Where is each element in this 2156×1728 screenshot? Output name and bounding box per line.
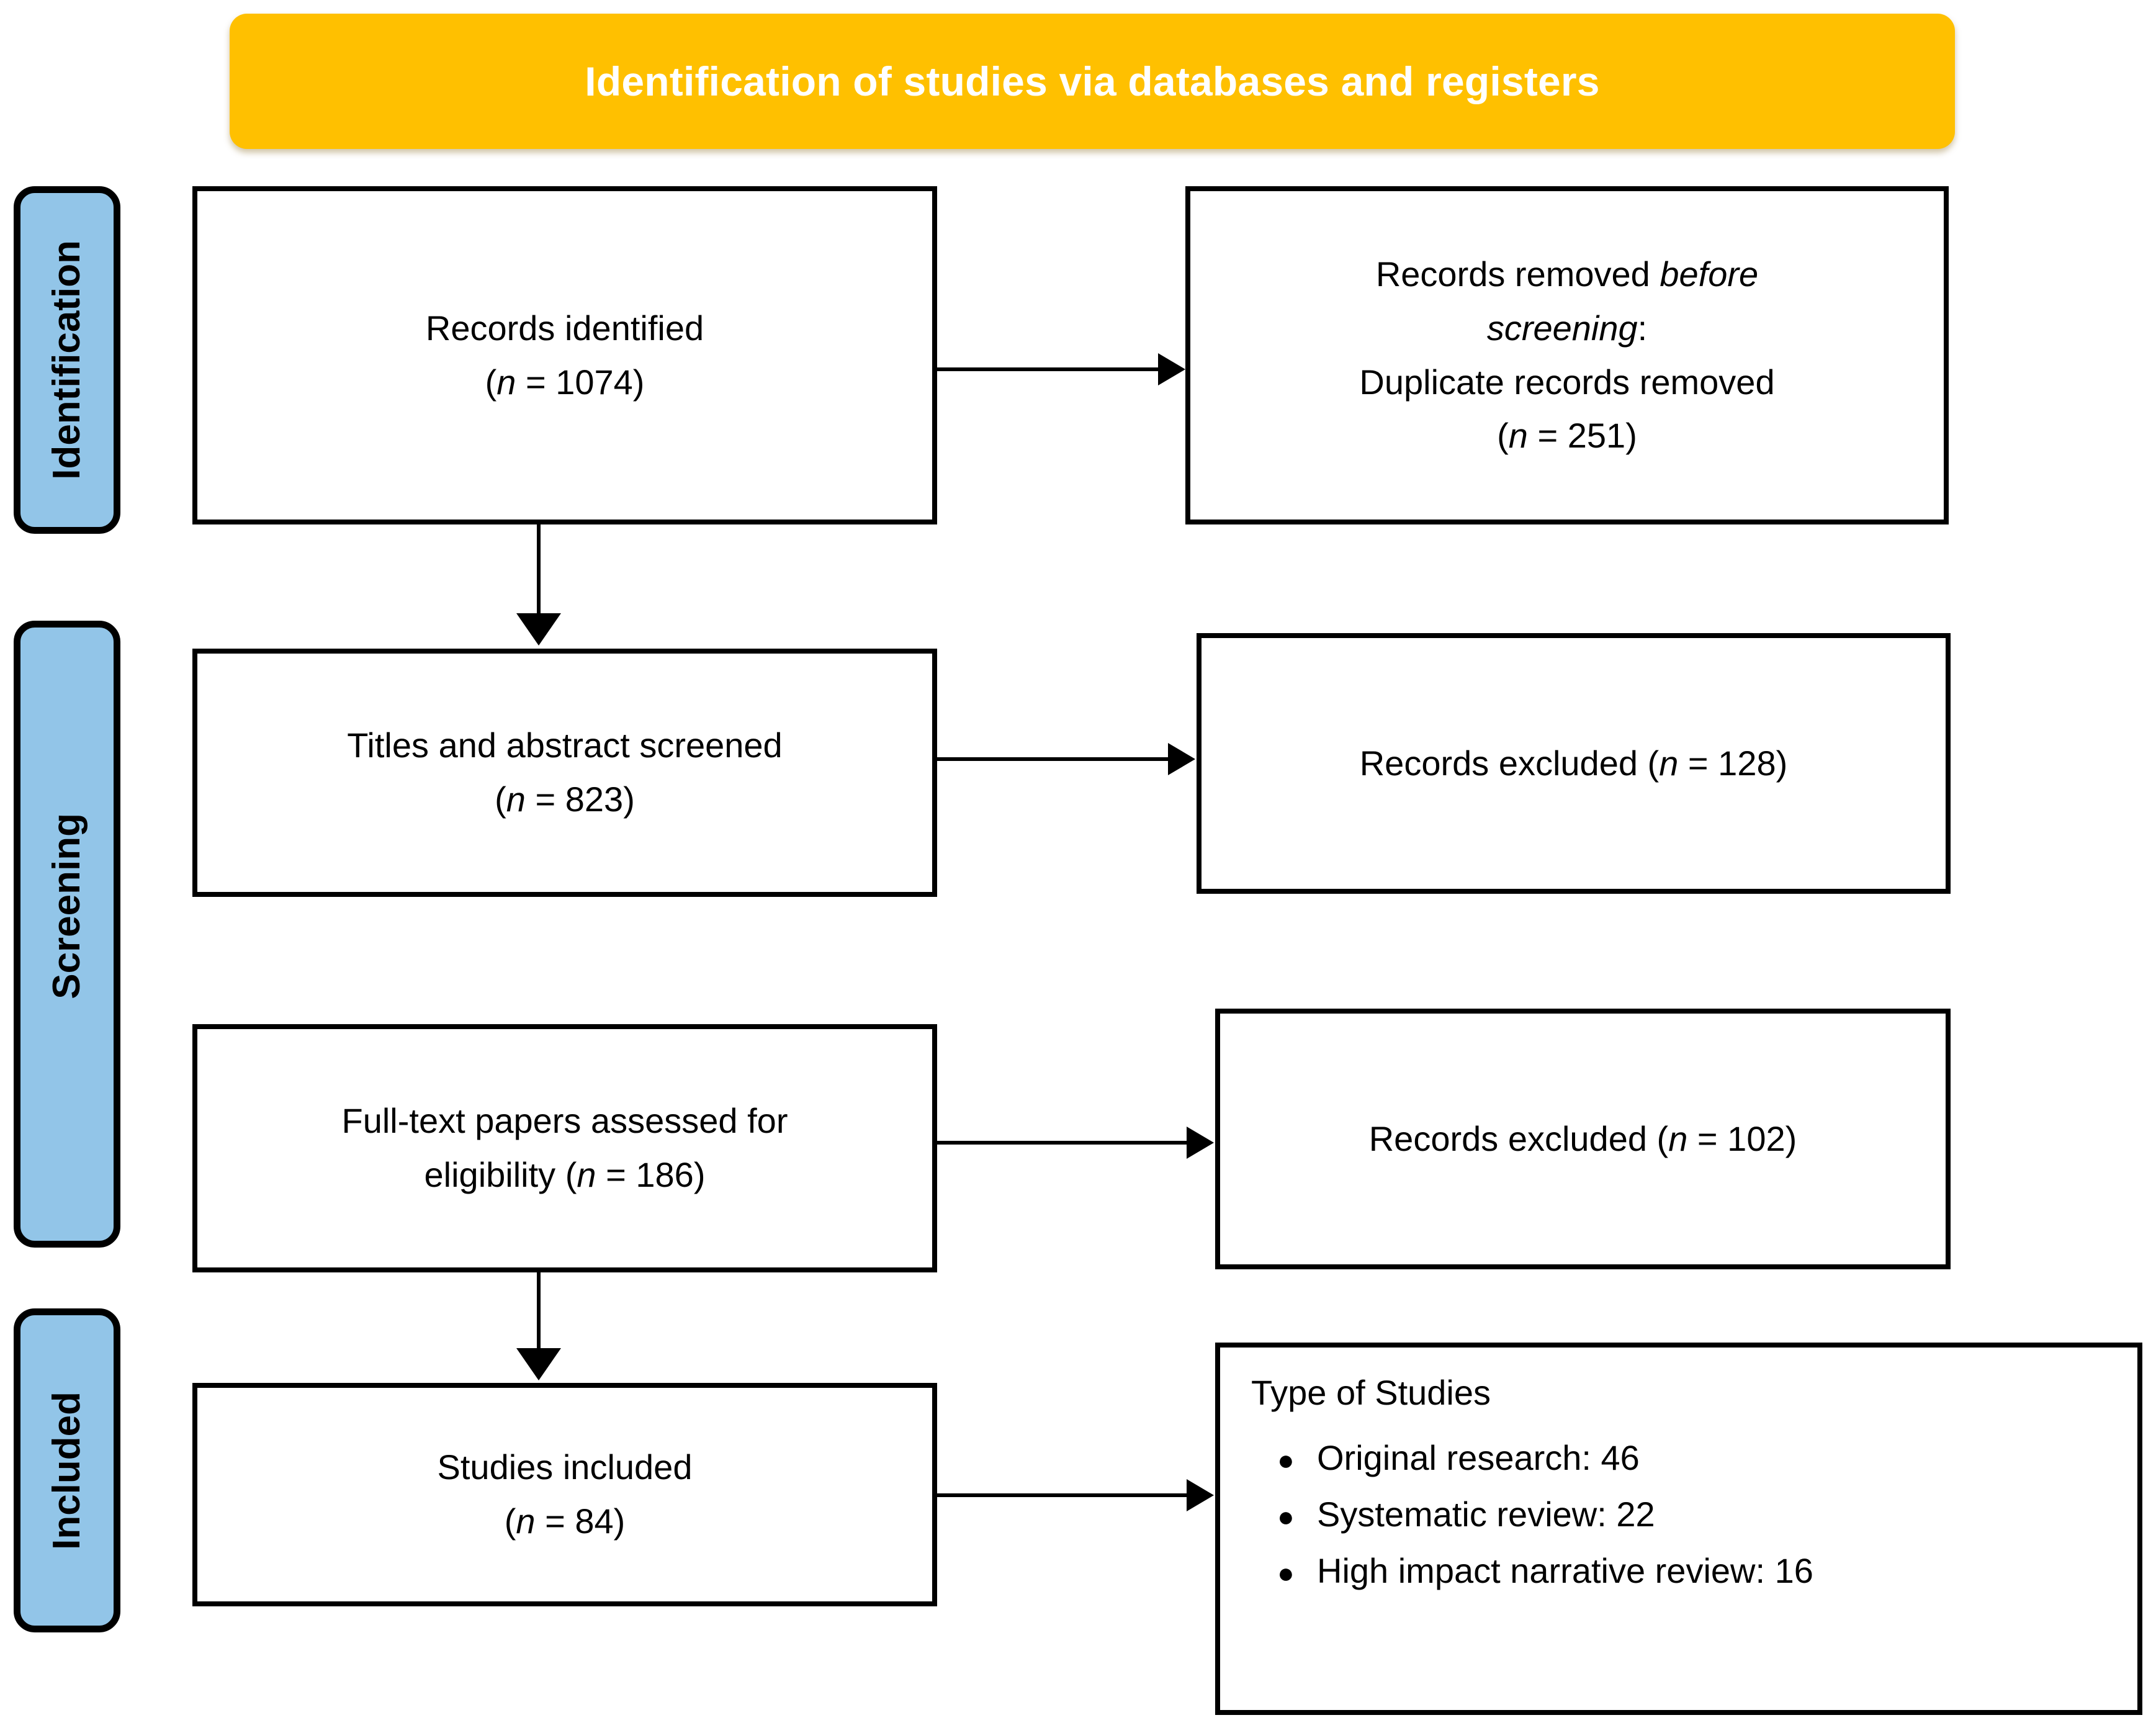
box-fulltext-assessed: Full-text papers assessed for eligibilit… bbox=[192, 1024, 937, 1272]
records-removed-line2: screening: bbox=[1487, 302, 1647, 356]
arrowhead-identified-to-removed bbox=[1158, 353, 1185, 385]
excluded-prefix: Records excluded ( bbox=[1359, 743, 1660, 783]
list-item-label: Original research: 46 bbox=[1317, 1438, 1640, 1477]
records-removed-line1: Records removed before bbox=[1376, 248, 1758, 302]
eligibility-prefix: eligibility ( bbox=[424, 1155, 577, 1194]
box-titles-abstract-screened: Titles and abstract screened (n = 823) bbox=[192, 649, 937, 897]
stage-label-screening: Screening bbox=[45, 813, 88, 999]
arrowhead-fulltext-to-excluded-102 bbox=[1187, 1127, 1214, 1159]
list-item-label: Systematic review: 22 bbox=[1317, 1495, 1655, 1534]
n-value: = 102 bbox=[1697, 1118, 1785, 1158]
bullet-icon: ● bbox=[1277, 1557, 1295, 1590]
fulltext-line1: Full-text papers assessed for bbox=[341, 1101, 788, 1141]
stage-pill-screening: Screening bbox=[14, 621, 120, 1248]
records-excluded-128-text: Records excluded (n = 128) bbox=[1360, 737, 1788, 791]
records-identified-count: (n = 1074) bbox=[485, 362, 645, 402]
n-italic: n bbox=[1659, 743, 1679, 783]
duplicate-records-removed-text: Duplicate records removed bbox=[1359, 362, 1775, 402]
screening-italic: screening bbox=[1486, 308, 1638, 348]
banner-title: Identification of studies via databases … bbox=[585, 58, 1600, 104]
n-value: = 186 bbox=[606, 1155, 694, 1194]
arrowhead-identified-to-screened bbox=[516, 613, 561, 646]
n-value: = 84 bbox=[545, 1501, 614, 1541]
bullet-icon: ● bbox=[1277, 1444, 1295, 1476]
titles-screened-text: Titles and abstract screened bbox=[347, 726, 783, 765]
n-italic: n bbox=[506, 780, 526, 819]
duplicate-records-count: (n = 251) bbox=[1497, 416, 1637, 456]
colon: : bbox=[1637, 308, 1648, 348]
n-value: = 1074 bbox=[525, 362, 633, 402]
arrowhead-included-to-types bbox=[1187, 1479, 1214, 1511]
eligibility-suffix: ) bbox=[693, 1155, 706, 1194]
n-italic: n bbox=[1508, 416, 1528, 456]
connector-identified-to-screened bbox=[537, 524, 541, 616]
box-records-excluded-eligibility: Records excluded (n = 102) bbox=[1215, 1009, 1951, 1269]
studies-included-text: Studies included bbox=[437, 1447, 693, 1487]
list-item: ● Original research: 46 bbox=[1249, 1433, 2120, 1483]
type-of-studies-list: ● Original research: 46 ● Systematic rev… bbox=[1249, 1426, 2120, 1603]
connector-fulltext-to-excluded-102 bbox=[937, 1141, 1188, 1145]
n-italic: n bbox=[496, 362, 516, 402]
list-item: ● Systematic review: 22 bbox=[1249, 1489, 2120, 1539]
stage-label-identification: Identification bbox=[45, 240, 88, 480]
connector-fulltext-to-included bbox=[537, 1272, 541, 1352]
n-italic: n bbox=[577, 1155, 596, 1194]
excluded-suffix: ) bbox=[1785, 1118, 1797, 1158]
box-records-removed-before-screening: Records removed before screening: Duplic… bbox=[1185, 186, 1949, 524]
excluded-suffix: ) bbox=[1776, 743, 1788, 783]
stage-pill-identification: Identification bbox=[14, 186, 120, 534]
n-italic: n bbox=[516, 1501, 536, 1541]
records-excluded-102-text: Records excluded (n = 102) bbox=[1369, 1112, 1797, 1166]
list-item-label: High impact narrative review: 16 bbox=[1317, 1551, 1813, 1591]
n-value: = 823 bbox=[535, 780, 624, 819]
stage-pill-included: Included bbox=[14, 1308, 120, 1632]
excluded-prefix: Records excluded ( bbox=[1368, 1118, 1669, 1158]
box-records-excluded-screening: Records excluded (n = 128) bbox=[1197, 633, 1951, 894]
connector-identified-to-removed bbox=[937, 367, 1159, 371]
box-studies-included: Studies included (n = 84) bbox=[192, 1383, 937, 1606]
fulltext-line2: eligibility (n = 186) bbox=[424, 1148, 706, 1202]
connector-included-to-types bbox=[937, 1493, 1188, 1497]
before-italic: before bbox=[1660, 254, 1759, 294]
titles-screened-count: (n = 823) bbox=[495, 780, 635, 819]
type-of-studies-title: Type of Studies bbox=[1251, 1373, 1491, 1412]
studies-included-count: (n = 84) bbox=[504, 1501, 626, 1541]
n-value: = 251 bbox=[1537, 416, 1626, 456]
records-removed-prefix: Records removed bbox=[1375, 254, 1660, 294]
stage-label-included: Included bbox=[45, 1391, 88, 1550]
bullet-icon: ● bbox=[1277, 1500, 1295, 1533]
box-type-of-studies: Type of Studies ● Original research: 46 … bbox=[1215, 1343, 2142, 1715]
n-value: = 128 bbox=[1687, 743, 1776, 783]
records-identified-text: Records identified bbox=[425, 308, 704, 348]
box-records-identified: Records identified (n = 1074) bbox=[192, 186, 937, 524]
arrowhead-screened-to-excluded-128 bbox=[1168, 743, 1195, 775]
n-italic: n bbox=[1668, 1118, 1688, 1158]
arrowhead-fulltext-to-included bbox=[516, 1348, 561, 1380]
list-item: ● High impact narrative review: 16 bbox=[1249, 1546, 2120, 1596]
connector-screened-to-excluded-128 bbox=[937, 757, 1169, 761]
diagram-header-banner: Identification of studies via databases … bbox=[230, 14, 1955, 149]
